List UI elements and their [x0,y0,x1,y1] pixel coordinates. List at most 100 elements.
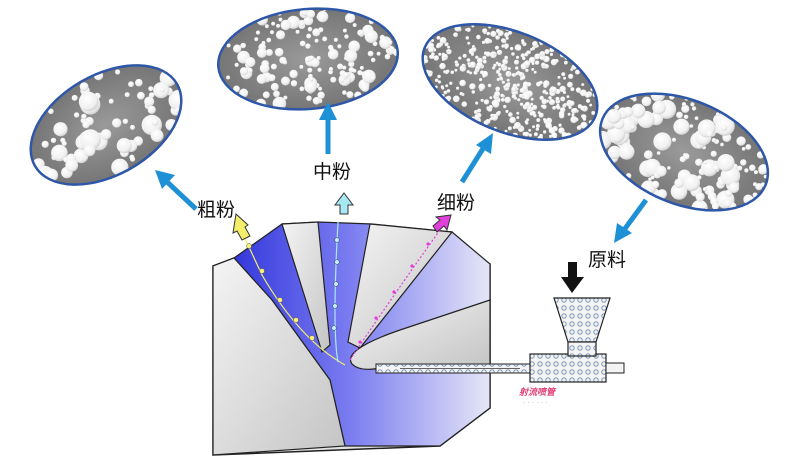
powder-particle [655,165,667,177]
powder-particle [482,59,487,64]
powder-particle [528,133,532,137]
powder-particle [533,114,537,118]
powder-particle [690,102,695,107]
powder-particle [507,67,511,71]
powder-particle [505,36,509,40]
powder-particle [467,41,471,45]
powder-particle [298,19,306,27]
powder-particle [436,44,440,49]
powder-particle [233,85,240,93]
powder-particle [245,57,256,68]
powder-particle [427,71,433,77]
nozzle-label: 射流喷管 [519,387,557,398]
powder-particle [122,118,129,125]
powder-particle [652,100,666,115]
powder-particle [489,96,493,100]
powder-particle [570,87,575,92]
powder-particle [304,80,317,94]
powder-particle [476,34,481,40]
powder-particle [537,53,541,57]
powder-particle [562,90,567,95]
medium-label: 中粉 [313,161,351,183]
powder-particle [568,105,572,110]
powder-particle [256,74,267,84]
medium-outlet-arrow [334,192,354,215]
powder-particle [480,98,484,102]
powder-particle [728,182,740,194]
powder-particle [516,111,520,115]
powder-particle [532,41,538,47]
powder-particle [151,118,159,126]
powder-particle [71,94,78,101]
powder-particle [342,65,347,70]
powder-particle [316,56,321,60]
powder-particle [526,118,530,122]
powder-particle [73,112,80,118]
powder-particle [539,80,543,85]
powder-particle [388,40,393,45]
powder-particle [606,125,626,144]
raw-label: 原料 [588,249,626,271]
powder-particle [674,178,684,188]
powder-particle [468,64,472,68]
powder-particle [515,66,519,70]
powder-particle [570,68,574,72]
powder-particle [379,36,392,49]
powder-particle [81,113,87,120]
powder-particle [555,96,560,101]
powder-particle [622,106,634,117]
powder-particle [431,39,435,43]
powder-particle [531,62,535,66]
powder-particle [481,40,486,45]
powder-particle [283,95,288,100]
powder-particle [496,69,500,74]
powder-particle [512,125,517,130]
powder-particle [543,130,547,134]
powder-particle [342,28,347,33]
powder-particle [159,87,165,93]
powder-particle [317,67,322,72]
powder-particle [519,93,523,98]
powder-particle [82,120,90,129]
powder-particle [556,105,561,110]
powder-particle [345,12,356,24]
powder-particle [226,43,231,48]
powder-particle [723,199,732,208]
powder-particle [233,44,242,53]
powder-particle [559,85,566,93]
powder-particle [720,142,724,147]
powder-particle [431,52,435,56]
powder-particle [689,124,694,128]
powder-particle [312,28,321,37]
powder-particle [307,67,313,73]
powder-particle [501,38,506,43]
powder-particle [534,60,540,65]
powder-particle [753,170,759,175]
powder-particle [475,116,480,121]
powder-particle [527,105,532,110]
powder-particle [504,55,509,60]
powder-particle [471,90,476,94]
powder-particle [339,78,345,83]
powder-particle [713,165,719,171]
powder-particle [299,40,306,47]
powder-particle [130,156,136,162]
powder-particle [465,36,470,40]
powder-particle [226,75,231,80]
powder-particle [276,23,281,28]
powder-particle [510,46,514,51]
powder-particle [676,111,683,119]
powder-particle [507,126,512,131]
powder-particle [312,97,321,105]
powder-particle [541,98,548,105]
powder-particle [318,86,323,91]
powder-particle [519,102,524,107]
powder-particle [536,118,541,123]
powder-particle [360,83,370,92]
powder-particle [506,71,510,75]
powder-particle [522,56,526,61]
powder-particle [648,177,652,181]
powder-particle [580,105,586,111]
coarse-outlet-arrow [232,213,251,241]
powder-particle [135,78,143,87]
